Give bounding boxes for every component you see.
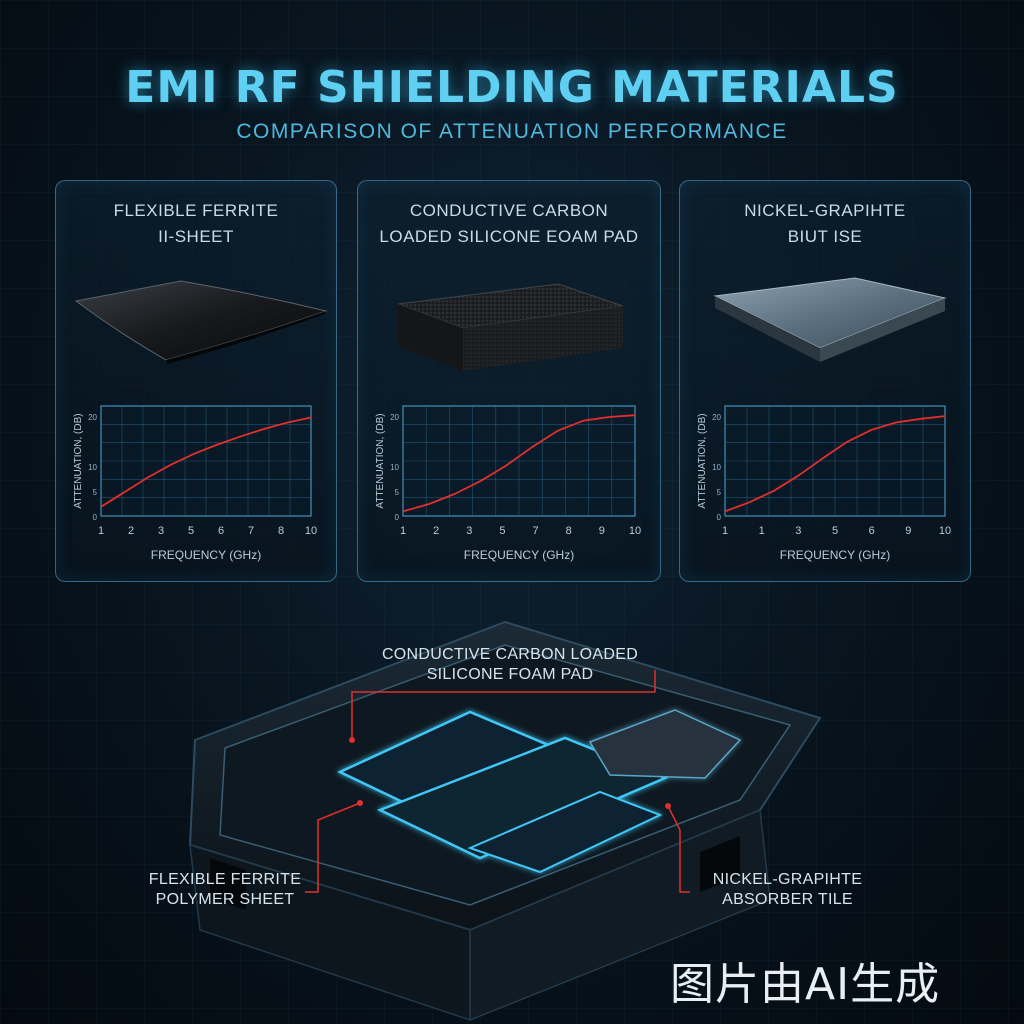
x-axis-label: FREQUENCY (GHz) [464,548,574,562]
callout-line: POLYMER SHEET [155,891,295,908]
x-tick-label: 5 [832,525,838,537]
panel-title-line: CONDUCTIVE CARBON [409,201,609,220]
x-tick-label: 6 [869,525,875,537]
x-tick-label: 10 [629,525,641,537]
y-tick-label: 20 [390,413,399,422]
x-tick-label: 1 [722,525,728,537]
x-tick-label: 7 [248,525,254,537]
y-axis-label: ATTENUATION, (DB) [697,413,708,508]
panel-ferrite: FLEXIBLE FERRITE II-SHEET 1 2 3 5 6 7 8 10 0 5 10 2… [55,180,337,582]
panel-carbon-foam: CONDUCTIVE CARBON LOADED SILICONE EOAM P… [357,180,661,582]
callout-line: CONDUCTIVE CARBON LOADED [381,646,639,663]
y-tick-label: 0 [395,513,400,522]
panel-title-line: II-SHEET [158,227,234,246]
ai-generated-watermark: 图片由AI生成 [670,959,941,1010]
x-tick-label: 3 [466,525,472,537]
x-axis-label: FREQUENCY (GHz) [151,548,261,562]
device-illustration [188,620,822,1022]
x-tick-label: 8 [566,525,572,537]
page-subtitle: COMPARISON OF ATTENUATION PERFORMANCE [236,120,788,143]
ferrite-sheet-image [74,280,328,364]
panel-title-line: BIUT ISE [787,227,863,246]
x-tick-label: 2 [433,525,439,537]
glowing-components [337,709,742,874]
y-tick-label: 20 [712,413,721,422]
callout-ferrite: FLEXIBLE FERRITE POLYMER SHEET [140,870,310,910]
y-tick-label: 5 [395,488,400,497]
x-tick-label: 1 [98,525,104,537]
vent-grille [210,836,740,910]
callout-line: SILICONE FOAM PAD [426,666,594,683]
x-tick-label: 1 [759,525,765,537]
y-tick-label: 10 [88,463,97,472]
series-line [724,415,946,513]
x-tick-label: 2 [128,525,134,537]
y-axis-label: ATTENUATION, (DB) [375,413,386,508]
y-tick-label: 10 [712,463,721,472]
x-tick-label: 5 [499,525,505,537]
panel-title: NICKEL-GRAPIHTE BIUT ISE [680,198,970,250]
callout-nickel-graphite: NICKEL-GRAPIHTE ABSORBER TILE [700,870,875,910]
panel-title-line: NICKEL-GRAPIHTE [744,201,906,220]
absorber-tile-image [713,277,947,362]
x-tick-label: 6 [218,525,224,537]
x-tick-label: 3 [795,525,801,537]
page-title: EMI RF SHIELDING MATERIALS [125,62,899,113]
callout-line: NICKEL-GRAPIHTE [712,871,863,888]
x-tick-label: 10 [939,525,951,537]
y-tick-label: 10 [390,463,399,472]
y-tick-label: 5 [717,488,722,497]
callout-carbon-foam: CONDUCTIVE CARBON LOADED SILICONE FOAM P… [375,645,645,685]
panel-title-line: LOADED SILICONE EOAM PAD [379,227,639,246]
y-tick-label: 0 [93,513,98,522]
foam-pad-image [397,283,624,371]
callout-line: ABSORBER TILE [722,891,853,908]
y-tick-label: 0 [717,513,722,522]
callout-line: FLEXIBLE FERRITE [148,871,302,888]
panel-title-line: FLEXIBLE FERRITE [113,201,279,220]
series-line [100,416,312,508]
x-tick-label: 5 [188,525,194,537]
x-tick-label: 8 [278,525,284,537]
y-axis-label: ATTENUATION, (DB) [73,413,84,508]
x-tick-label: 3 [158,525,164,537]
x-tick-label: 1 [400,525,406,537]
x-tick-label: 9 [905,525,911,537]
series-line [402,414,636,513]
x-tick-label: 10 [305,525,317,537]
panel-title: FLEXIBLE FERRITE II-SHEET [56,198,336,250]
y-tick-label: 5 [93,488,98,497]
x-axis-label: FREQUENCY (GHz) [780,548,890,562]
y-tick-label: 20 [88,413,97,422]
x-tick-label: 7 [533,525,539,537]
x-tick-label: 9 [599,525,605,537]
callout-lines [305,670,690,893]
panel-title: CONDUCTIVE CARBON LOADED SILICONE EOAM P… [358,198,660,250]
